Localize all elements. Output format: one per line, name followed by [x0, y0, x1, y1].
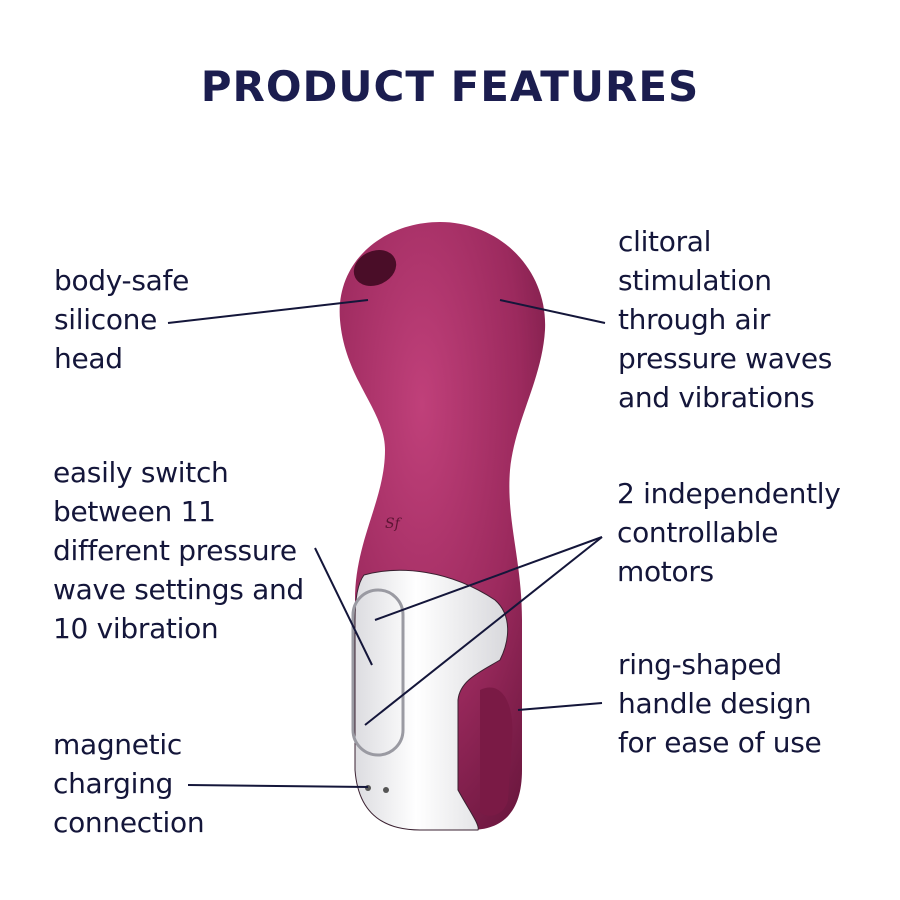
- feature-label-settings: easily switch between 11 different press…: [53, 456, 304, 645]
- suction-opening: [353, 250, 397, 286]
- feature-label-head: body-safe silicone head: [54, 264, 189, 375]
- control-panel: [354, 569, 509, 831]
- feature-label-charging: magnetic charging connection: [53, 728, 205, 839]
- feature-label-handle: ring-shaped handle design for ease of us…: [618, 648, 822, 759]
- page-title: PRODUCT FEATURES: [200, 62, 700, 111]
- brand-logo: Sf: [385, 516, 403, 532]
- feature-label-stimulation: clitoral stimulation through air pressur…: [618, 225, 833, 414]
- feature-label-motors: 2 independently controllable motors: [617, 477, 841, 588]
- control-button-outline: [351, 588, 405, 757]
- ring-handle-opening: [480, 687, 513, 816]
- charging-point: [365, 785, 371, 791]
- charging-point: [383, 787, 389, 793]
